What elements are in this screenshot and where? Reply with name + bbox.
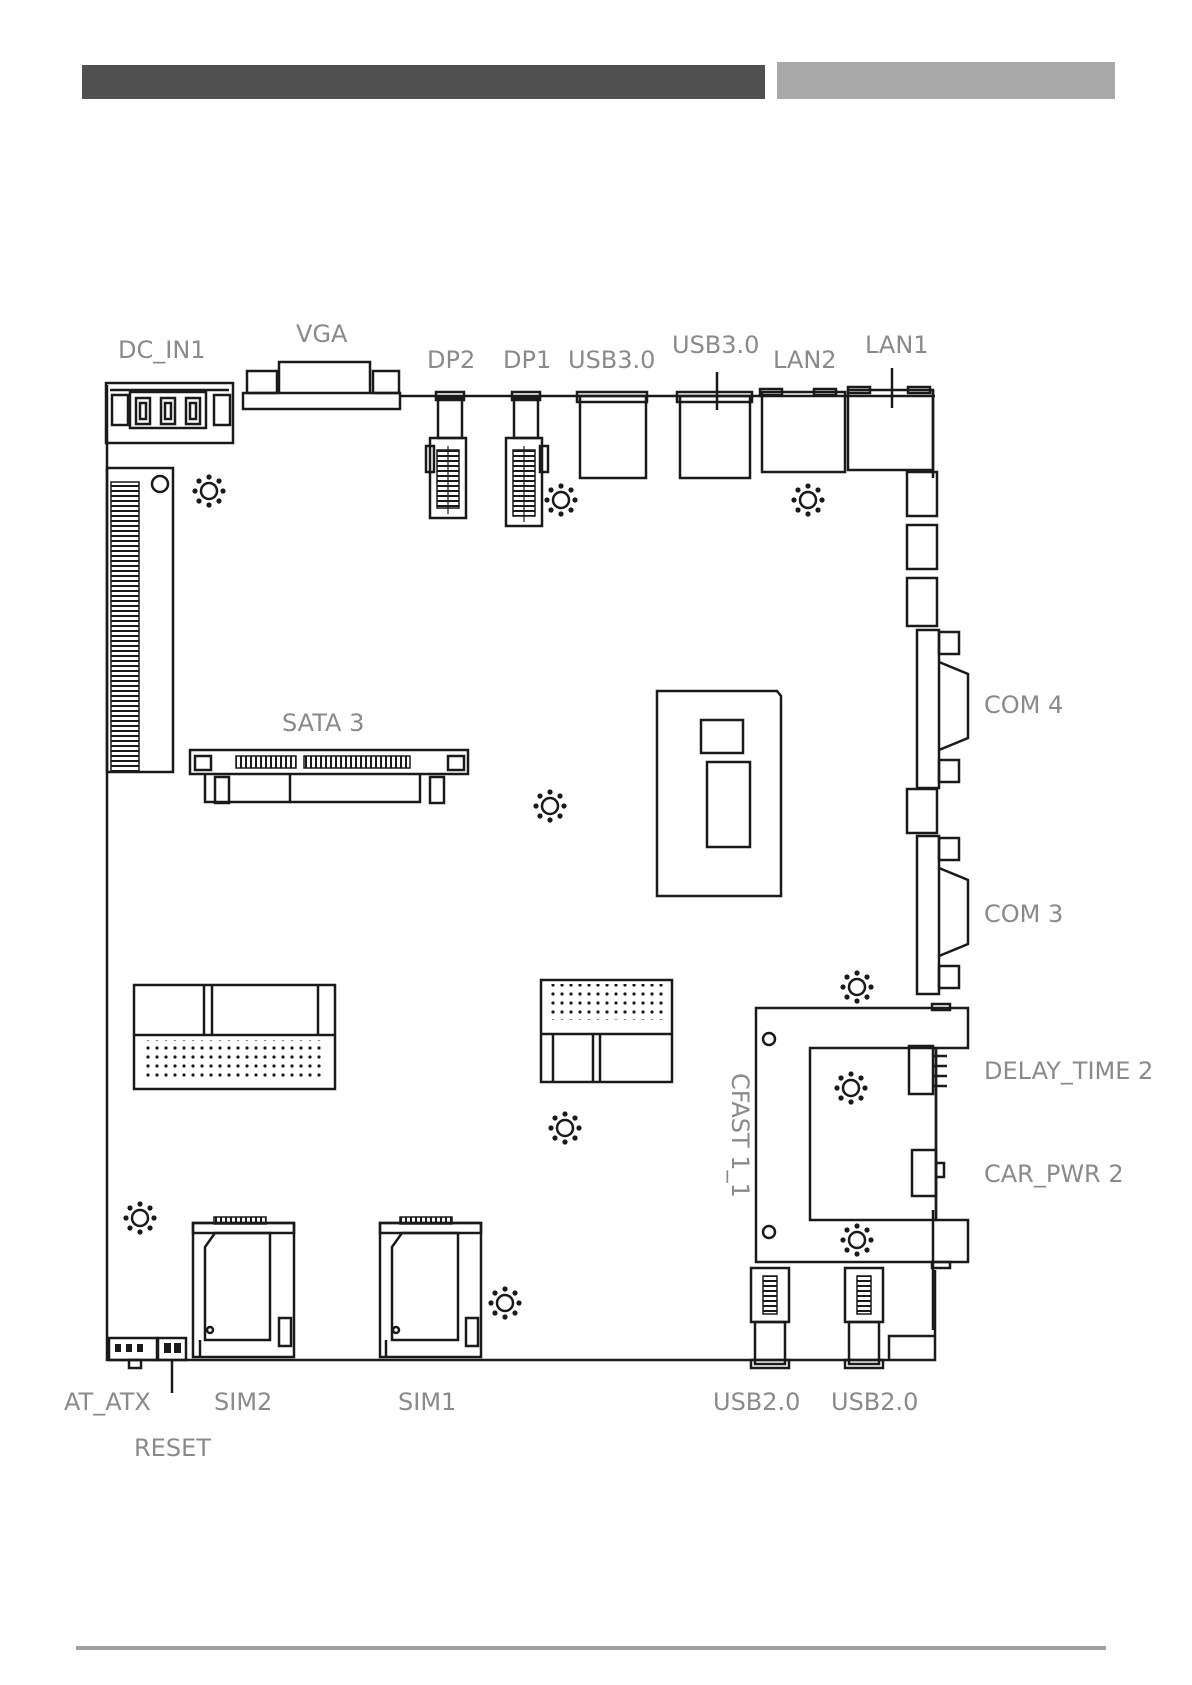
cpu-package [657,691,781,896]
lan1-connector [848,368,933,470]
label-usb20-b: USB2.0 [831,1390,918,1414]
usb30-b-connector [677,372,752,478]
cfast-slot [756,1004,968,1268]
label-usb30-a: USB3.0 [568,348,655,372]
at-atx-jumper [109,1338,157,1368]
dp1-connector [506,392,548,526]
vga-connector [243,362,400,409]
label-car-pwr2: CAR_PWR 2 [984,1162,1124,1186]
label-usb20-a: USB2.0 [713,1390,800,1414]
delay-time2-header [909,1046,947,1094]
label-reset: RESET [134,1436,211,1460]
sim2-slot [193,1217,294,1357]
memory-slot-left [134,985,335,1089]
expansion-slot-left [107,468,173,772]
sata3-connector [190,750,468,803]
usb20-b-connector [845,1268,935,1368]
label-lan2: LAN2 [773,348,837,372]
memory-slot-middle [541,980,672,1082]
label-sim2: SIM2 [214,1390,272,1414]
label-delay-time2: DELAY_TIME 2 [984,1059,1153,1083]
label-at-atx: AT_ATX [64,1390,151,1414]
label-cfast: CFAST 1_1 [728,1073,752,1198]
usb30-a-connector [577,392,647,478]
label-dp2: DP2 [427,348,475,372]
dp2-connector [426,392,466,518]
com3-connector [917,836,968,994]
label-usb30-b: USB3.0 [672,333,759,357]
label-sim1: SIM1 [398,1390,456,1414]
usb20-a-connector [751,1268,789,1368]
label-lan1: LAN1 [865,333,929,357]
footer-line [76,1646,1106,1650]
label-com4: COM 4 [984,693,1063,717]
label-dp1: DP1 [503,348,551,372]
label-sata3: SATA 3 [282,711,364,735]
label-vga: VGA [296,322,347,346]
car-pwr2-header [912,1150,944,1196]
reset-header [158,1338,186,1393]
sim1-slot [380,1217,481,1357]
label-com3: COM 3 [984,902,1063,926]
com4-connector [917,630,968,788]
label-dc-in1: DC_IN1 [118,338,206,362]
lan2-connector [760,389,845,472]
dc-in1-connector [106,383,233,443]
